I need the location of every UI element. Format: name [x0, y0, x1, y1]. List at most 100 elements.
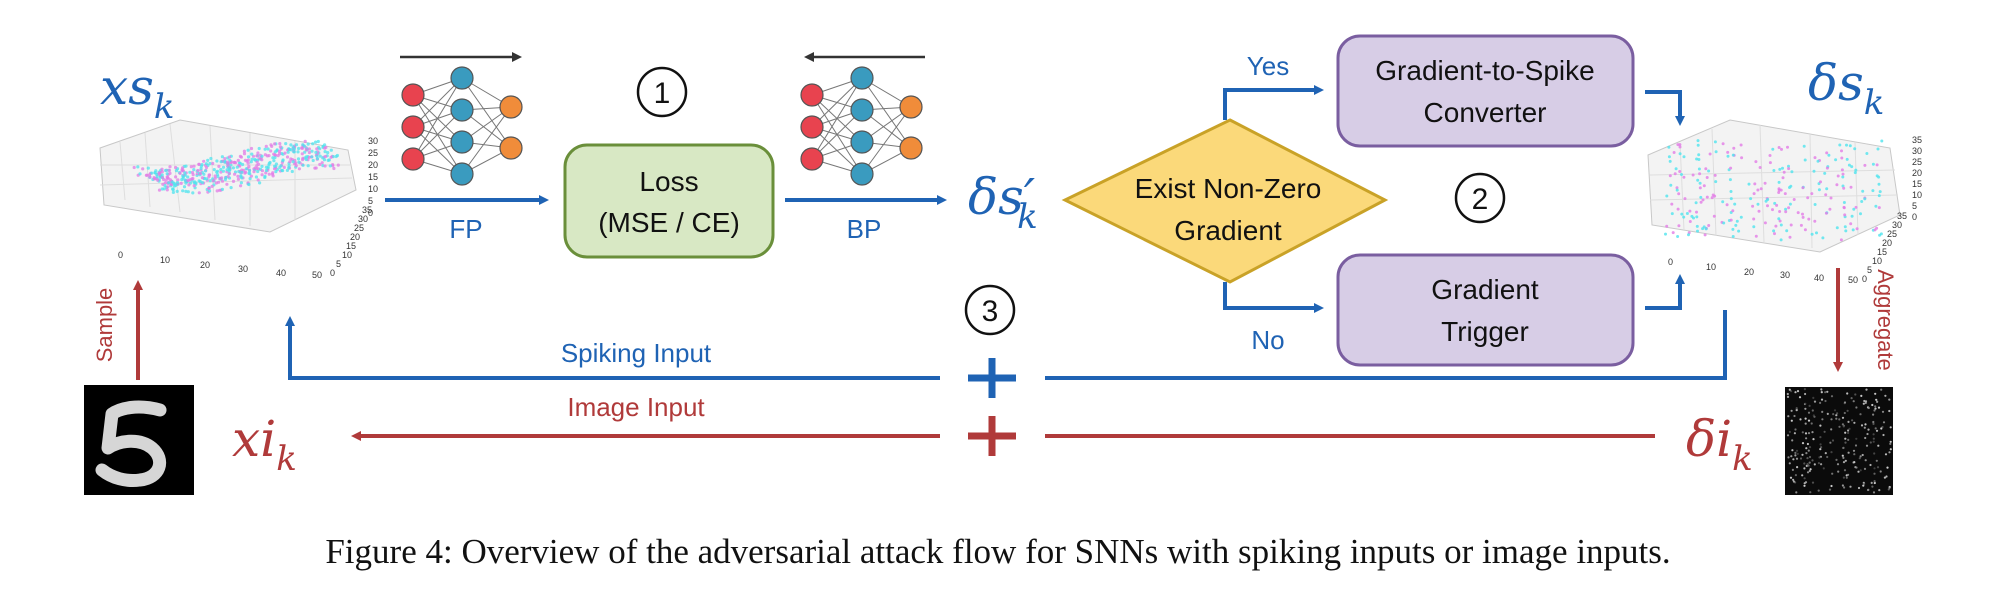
spike-point: [1672, 151, 1676, 154]
spike-point: [1733, 202, 1737, 206]
spike-point: [253, 166, 257, 170]
spike-point: [283, 151, 287, 155]
noise-pixel: [1848, 427, 1851, 430]
spike-point: [1739, 143, 1743, 147]
spike-point: [1853, 171, 1857, 175]
spike-point: [219, 160, 223, 164]
converter-label-line1: Gradient-to-Spike: [1375, 55, 1594, 86]
noise-pixel: [1794, 391, 1797, 394]
noise-pixel: [1836, 463, 1840, 466]
xi-k-label: xik: [232, 410, 297, 479]
spike-point: [1785, 229, 1789, 233]
spike-point: [263, 147, 267, 151]
noise-pixel: [1860, 424, 1864, 427]
noise-pixel: [1831, 472, 1834, 475]
spike-point: [1777, 217, 1781, 221]
spike-point: [1694, 201, 1698, 205]
spike-point: [318, 154, 322, 158]
spike-point: [314, 140, 318, 144]
right-x-tick: 50: [1848, 275, 1858, 285]
spike-point: [310, 155, 314, 159]
noise-pixel: [1843, 411, 1846, 415]
noise-pixel: [1824, 399, 1827, 403]
noise-pixel: [1813, 463, 1816, 466]
left-z-tick: 5: [368, 196, 373, 206]
spike-point: [272, 159, 276, 163]
spike-point: [1696, 178, 1700, 182]
spike-point: [323, 146, 327, 150]
spike-point: [1670, 202, 1674, 206]
spike-point: [310, 149, 314, 153]
noise-pixel: [1820, 463, 1823, 466]
noise-pixel: [1872, 420, 1875, 424]
spike-point: [207, 186, 211, 191]
spike-point: [1838, 143, 1842, 147]
spike-point: [1702, 225, 1706, 229]
noise-pixel: [1847, 451, 1850, 454]
spike-point: [1682, 155, 1686, 159]
spike-point: [236, 177, 240, 181]
spike-point: [192, 164, 196, 168]
noise-pixel: [1873, 452, 1876, 455]
spike-point: [215, 170, 219, 174]
noise-pixel: [1818, 456, 1821, 459]
spike-point: [1766, 198, 1770, 201]
loss-box: Loss (MSE / CE): [563, 143, 775, 259]
right-z-tick: 35: [1912, 135, 1922, 145]
noise-pixel: [1875, 398, 1878, 401]
noise-pixel: [1885, 475, 1888, 478]
spike-point: [1667, 145, 1671, 149]
noise-pixel: [1843, 486, 1846, 489]
spike-point: [1835, 183, 1839, 187]
spike-point: [1766, 204, 1769, 208]
spike-point: [183, 173, 187, 177]
spike-point: [271, 171, 275, 175]
step-2-marker: 2: [1454, 172, 1506, 224]
noise-pixel: [1787, 415, 1790, 418]
spike-point: [1781, 166, 1784, 170]
spike-point: [1682, 215, 1686, 219]
noise-pixel: [1829, 441, 1832, 444]
noise-pixel: [1810, 422, 1813, 425]
spike-point: [1696, 229, 1699, 233]
spike-point: [1708, 152, 1712, 156]
spike-point: [1731, 153, 1735, 157]
spike-point: [1877, 206, 1881, 210]
noise-pixel: [1826, 412, 1829, 415]
spike-point: [307, 147, 311, 151]
spike-point: [1702, 184, 1706, 188]
noise-pixel: [1792, 480, 1795, 483]
spike-point: [197, 162, 201, 166]
noise-pixel: [1843, 401, 1847, 404]
spike-point: [1729, 166, 1733, 170]
noise-pixel: [1820, 388, 1823, 391]
spike-point: [172, 184, 176, 188]
noise-pixel: [1804, 417, 1807, 420]
spike-point: [192, 168, 196, 172]
noise-pixel: [1805, 437, 1808, 440]
right-x-tick: 10: [1706, 262, 1716, 272]
noise-pixel: [1808, 455, 1812, 459]
spike-point: [239, 184, 243, 188]
spike-point: [1676, 235, 1680, 238]
noise-pixel: [1835, 417, 1838, 420]
spike-point: [176, 178, 180, 182]
spiking-input-label: Spiking Input: [561, 338, 712, 368]
spike-point: [1758, 166, 1762, 169]
spike-point: [1844, 229, 1848, 233]
spike-point: [329, 155, 333, 159]
noise-pixel: [1811, 459, 1814, 462]
spike-point: [1861, 189, 1865, 193]
spike-point: [150, 171, 154, 175]
spike-point: [1813, 156, 1817, 160]
noise-pixel: [1811, 409, 1814, 412]
spike-point: [203, 169, 208, 173]
spike-point: [223, 157, 227, 161]
noise-pixel: [1806, 463, 1809, 466]
left-x-tick: 20: [200, 260, 210, 270]
spike-point: [180, 169, 184, 173]
forward-network-icon: [401, 66, 523, 186]
right-y-tick: 0: [1862, 274, 1867, 284]
noise-pixel: [1859, 469, 1862, 472]
noise-pixel: [1851, 419, 1854, 422]
